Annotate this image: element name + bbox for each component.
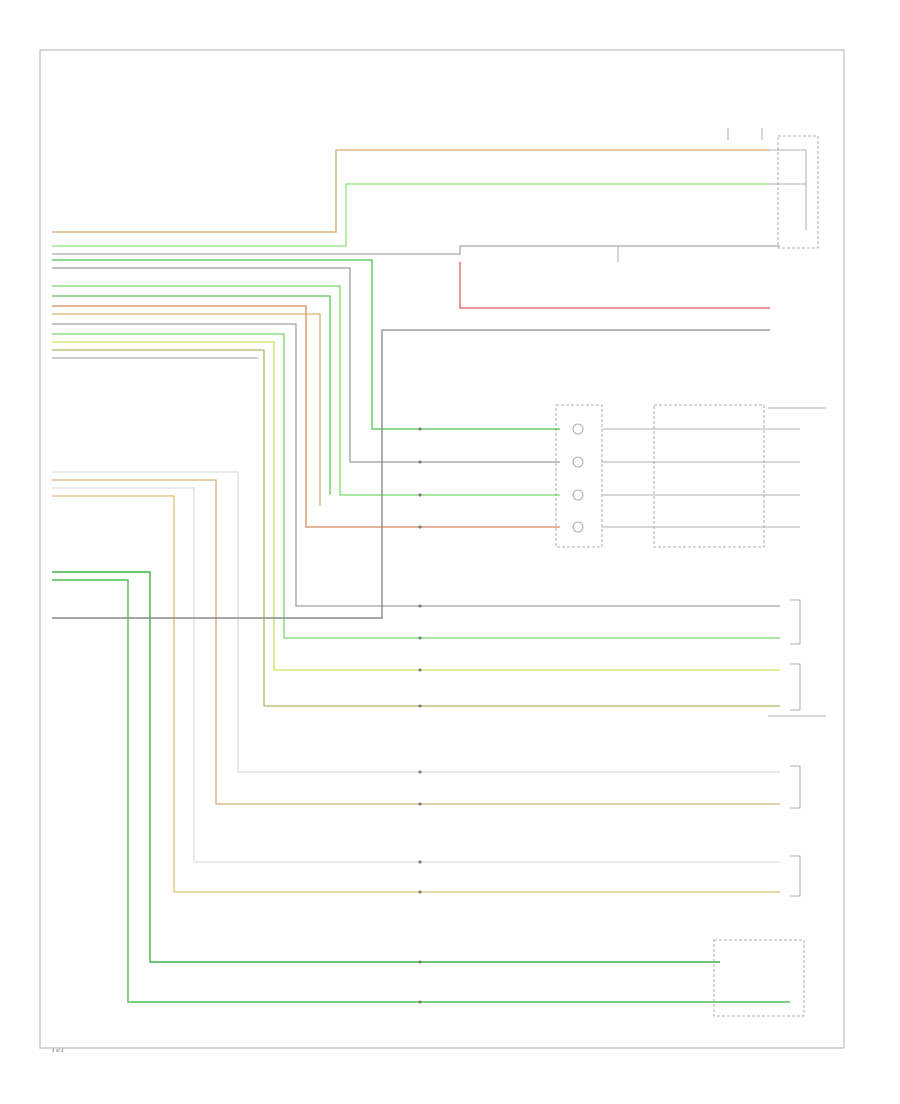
front-right-speaker-connector — [790, 663, 801, 711]
wire-yellow-15 — [52, 495, 780, 893]
wire-lightgray-14 — [52, 487, 780, 863]
wire-green-16 — [52, 571, 720, 963]
wire-orange-6 — [52, 313, 321, 506]
top-feed-wires — [52, 149, 780, 331]
front-left-speaker-connector — [790, 599, 801, 645]
wire-gray-feed — [52, 245, 780, 255]
wire-green-4 — [52, 295, 331, 495]
splice-8 — [418, 704, 422, 708]
splice-9 — [418, 770, 422, 774]
wire-olive-10 — [52, 349, 780, 707]
splice-11 — [418, 860, 422, 864]
splice-4 — [418, 525, 422, 529]
speaker-connectors — [713, 599, 805, 1017]
wire-green-17 — [52, 579, 790, 1003]
splice-markers — [418, 427, 422, 1004]
wire-yellowgreen-9 — [52, 341, 780, 671]
splice-14 — [418, 1000, 422, 1004]
diagram-border — [39, 49, 845, 1049]
fuse-block-box — [777, 135, 819, 249]
steering-switch-box — [653, 404, 765, 548]
splice-12 — [418, 890, 422, 894]
wire-gray-7 — [52, 323, 780, 607]
contact-1 — [572, 423, 584, 435]
contact-2 — [572, 456, 584, 468]
splice-3 — [418, 493, 422, 497]
figure-number: 4 of 4 — [52, 1048, 64, 1053]
harness-wires — [52, 259, 780, 707]
wire-green-1 — [52, 259, 560, 430]
wire-lightgray-2 — [52, 267, 560, 463]
splice-13 — [418, 960, 422, 964]
splice-5 — [418, 604, 422, 608]
wire-lightgreen-feed — [52, 183, 770, 247]
wire-green-3 — [52, 285, 560, 496]
clock-spring-assembly — [555, 404, 800, 548]
splice-6 — [418, 636, 422, 640]
splice-7 — [418, 668, 422, 672]
wire-brown-5 — [52, 305, 560, 528]
contact-3 — [572, 489, 584, 501]
wire-tan-13 — [52, 479, 780, 805]
splice-2 — [418, 460, 422, 464]
contact-4 — [572, 521, 584, 533]
subwoofer-box — [713, 939, 805, 1017]
splice-1 — [418, 427, 422, 431]
wire-green-8 — [52, 333, 780, 639]
rear-right-speaker-connector — [790, 855, 801, 897]
wire-gray-18 — [52, 330, 383, 619]
section-separators — [768, 407, 826, 717]
clock-spring-box — [555, 404, 603, 548]
rear-left-speaker-connector — [790, 765, 801, 809]
wire-lightgray-12 — [52, 471, 780, 773]
wire-red-feed — [459, 262, 770, 309]
rear-speaker-wires — [52, 471, 780, 893]
wire-orange-feed — [52, 149, 770, 233]
top-right-connector — [617, 128, 819, 262]
lower-green-wires — [52, 330, 790, 1003]
splice-10 — [418, 802, 422, 806]
